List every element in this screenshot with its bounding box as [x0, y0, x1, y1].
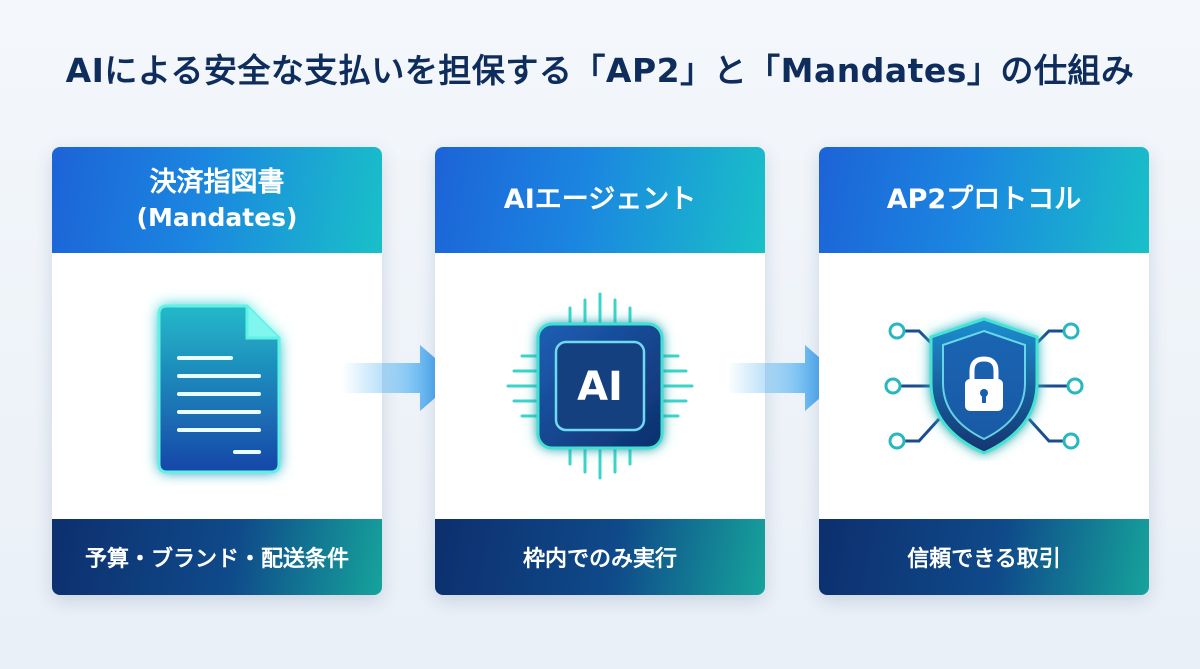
- card-title: AP2プロトコル: [886, 184, 1082, 215]
- page-title: AIによる安全な支払いを担保する「AP2」と「Mandates」の仕組み: [65, 51, 1135, 90]
- document-icon: [157, 304, 281, 474]
- arrow-right-icon: [342, 345, 458, 411]
- arrow-right-icon: [727, 345, 843, 411]
- card-footer: 予算・ブランド・配送条件: [52, 519, 382, 595]
- step-card-mandates: 決済指図書 (Mandates): [52, 147, 382, 595]
- card-body: [52, 253, 382, 519]
- card-title: 決済指図書: [149, 167, 285, 198]
- card-subtitle: (Mandates): [136, 203, 298, 232]
- ai-chip-icon: AI: [506, 292, 694, 480]
- card-title: AIエージェント: [503, 184, 697, 215]
- ai-chip-label: AI: [577, 364, 623, 410]
- step-card-ap2-protocol: AP2プロトコル: [819, 147, 1149, 595]
- card-footer: 信頼できる取引: [819, 519, 1149, 595]
- card-footer: 枠内でのみ実行: [435, 519, 765, 595]
- card-header: AP2プロトコル: [819, 147, 1149, 253]
- card-body: [819, 253, 1149, 519]
- card-header: AIエージェント: [435, 147, 765, 253]
- step-card-ai-agent: AIエージェント: [435, 147, 765, 595]
- card-header: 決済指図書 (Mandates): [52, 147, 382, 253]
- shield-lock-icon: [884, 317, 1084, 455]
- card-body: AI: [435, 253, 765, 519]
